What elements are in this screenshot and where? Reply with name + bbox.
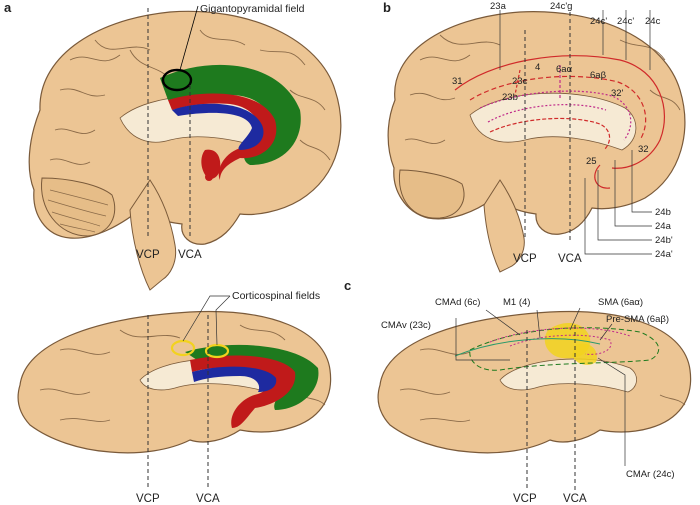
label-23b: 23b — [502, 92, 518, 103]
area-outlines-c — [454, 327, 660, 371]
sma-label: SMA (6aα) — [598, 297, 643, 308]
vcp-label-a: VCP — [136, 249, 160, 261]
label-23a: 23a — [490, 1, 507, 12]
panel-b: b 23a 24c'g 24c' 24c' 24c 4 6aα 6aβ 31 2… — [383, 0, 686, 273]
label-24b-prime: 24b' — [655, 235, 673, 246]
panel-c: c CMAd (6c) M1 (4) SMA (6aα) Pre-SMA (6a… — [344, 278, 692, 505]
label-24c: 24c — [645, 16, 661, 27]
top-labels-b: 23a 24c'g 24c' 24c' 24c — [490, 1, 661, 27]
label-24a-prime: 24a' — [655, 249, 673, 260]
label-6abeta: 6aβ — [590, 70, 607, 81]
label-24a: 24a — [655, 221, 672, 232]
cingulate-blue-a — [172, 103, 264, 150]
bottom-labels-b: 24b 24a 24b' 24a' — [655, 207, 673, 260]
gigantopyramidal-label: Gigantopyramidal field — [200, 3, 305, 15]
vcp-label-b: VCP — [513, 253, 537, 265]
vca-label-b: VCA — [558, 253, 582, 265]
cma-patch — [572, 343, 597, 365]
vca-label-ll: VCA — [196, 493, 220, 505]
panel-b-letter: b — [383, 0, 391, 15]
gigantopyramidal-ring — [161, 68, 193, 92]
vcp-label-c: VCP — [513, 493, 537, 505]
panel-a-letter: a — [4, 0, 12, 15]
m1-label: M1 (4) — [503, 297, 530, 308]
vca-label-a: VCA — [178, 249, 202, 261]
label-31: 31 — [452, 76, 463, 87]
cmar-label: CMAr (24c) — [626, 469, 675, 480]
label-24b: 24b — [655, 207, 671, 218]
corticospinal-label: Corticospinal fields — [232, 290, 320, 302]
subgenual-red-a — [201, 149, 221, 179]
cmad-label: CMAd (6c) — [435, 297, 480, 308]
panel-c-letter: c — [344, 278, 351, 293]
vca-label-c: VCA — [563, 493, 587, 505]
vcp-label-ll: VCP — [136, 493, 160, 505]
label-24c-prime-2: 24c' — [617, 16, 634, 27]
presma-label: Pre-SMA (6aβ) — [606, 314, 669, 325]
label-4: 4 — [535, 62, 540, 73]
brainstem-a — [129, 179, 177, 291]
inner-labels-b: 4 6aα 6aβ 31 23c 23b 32' 25 32 — [452, 62, 649, 167]
label-25: 25 — [586, 156, 597, 167]
label-32-prime: 32' — [611, 88, 624, 99]
label-24c-prime-1: 24c' — [590, 16, 607, 27]
cingulate-red-a — [168, 93, 277, 180]
panel-a: a Gigantopyramidal field VCP VCA — [4, 0, 342, 291]
panel-lower-left: Corticospinal fields VCP VCA — [17, 290, 332, 505]
label-24c-g: 24c'g — [550, 1, 572, 12]
callosum-c — [499, 358, 637, 393]
cmav-label: CMAv (23c) — [381, 320, 431, 331]
area-boundaries-b — [454, 55, 665, 189]
label-23c: 23c — [512, 76, 528, 87]
label-6aalpha: 6aα — [556, 64, 573, 75]
cingulate-blue-ll — [192, 366, 277, 392]
label-32: 32 — [638, 144, 649, 155]
